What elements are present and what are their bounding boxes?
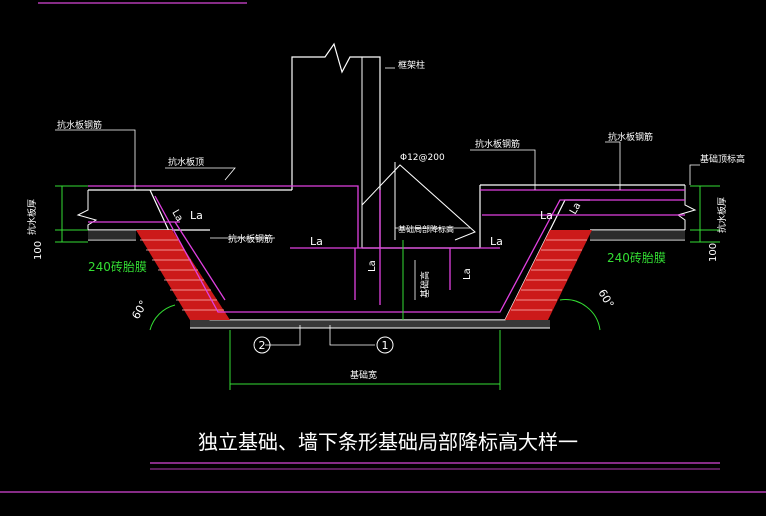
- foundation-top-label: 基础顶标高: [700, 153, 745, 165]
- marker-2: 2: [253, 336, 271, 354]
- thickness-right-label: 抗水板厚: [716, 197, 728, 233]
- leader-lines: [55, 67, 700, 346]
- brick-formwork-left: [136, 230, 230, 320]
- la-label-3: La: [310, 235, 323, 248]
- stirrup-label: Φ12@200: [400, 153, 445, 163]
- column-label: 框架柱: [398, 59, 425, 71]
- depth-label: 基础高: [419, 271, 431, 298]
- angle-left-label: 60°: [129, 298, 150, 321]
- rebar-top-right-label: 抗水板钢筋: [475, 138, 520, 150]
- drawing-title: 独立基础、墙下条形基础局部降标高大样一: [198, 430, 578, 454]
- brick-right-label: 240砖胎膜: [607, 250, 666, 265]
- rebars: [88, 185, 685, 313]
- la-label-2: La: [169, 208, 184, 224]
- la-label-8: La: [462, 268, 473, 280]
- brick-formwork-right: [505, 230, 592, 320]
- dim-right-100: 100: [708, 243, 719, 262]
- slab-top-label: 抗水板顶: [168, 156, 204, 168]
- rebar-top-left-label: 抗水板钢筋: [57, 119, 102, 131]
- dim-left-100: 100: [33, 241, 44, 260]
- marker-1-label: 1: [382, 339, 389, 352]
- la-label-6: La: [568, 201, 583, 217]
- rebar-mid-left-label: 抗水板钢筋: [228, 233, 273, 245]
- la-label-1: La: [190, 209, 203, 222]
- column: [291, 42, 381, 248]
- la-label-5: La: [540, 209, 553, 222]
- width-label: 基础宽: [350, 369, 377, 381]
- slab-left: [76, 189, 292, 241]
- marker-1: 1: [376, 336, 394, 354]
- local-elev-label: 基础局部降标高: [398, 224, 454, 234]
- la-label-7: La: [367, 260, 378, 272]
- thickness-left-label: 抗水板厚: [26, 199, 38, 235]
- angle-right-label: 60°: [595, 287, 616, 310]
- la-label-4: La: [490, 235, 503, 248]
- slab-right: [479, 184, 697, 248]
- brick-left-label: 240砖胎膜: [88, 259, 147, 274]
- dimensions: [55, 185, 720, 390]
- rebar-far-right-label: 抗水板钢筋: [608, 131, 653, 143]
- stirrup-lines: [361, 162, 476, 241]
- marker-2-label: 2: [259, 339, 266, 352]
